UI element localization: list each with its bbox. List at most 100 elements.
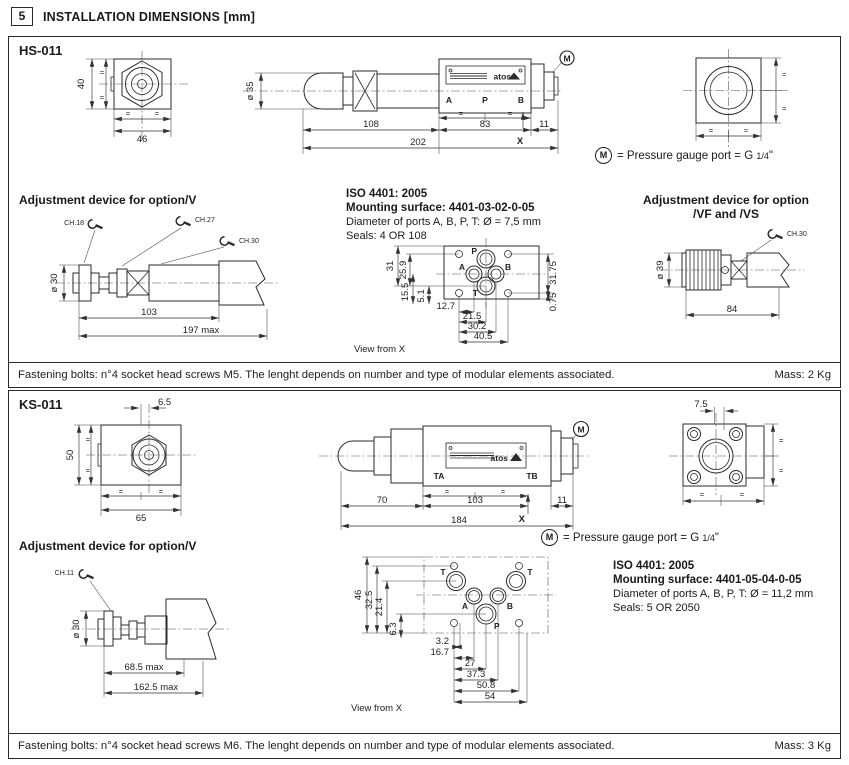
hs-adj-vf-title: Adjustment device for option /VF and /VS [642, 193, 809, 221]
hs-mount-dim-51: 5.1 [416, 289, 427, 302]
hs-mount-dim-075: 0.75 [548, 293, 559, 312]
hs-side-dim-dia: ø 35 [245, 81, 256, 100]
hs-side-dim-83: 83 [480, 119, 491, 130]
ks-adj-v-title: Adjustment device for option/V [19, 539, 197, 553]
hs-footer: Fastening bolts: n°4 socket head screws … [9, 362, 840, 387]
hs-iso-line3: Diameter of ports A, B, P, T: Ø = 7,5 mm [346, 216, 541, 228]
eq-mark: = [445, 487, 450, 496]
ks-port-ta-label: TA [434, 471, 445, 481]
eq-mark: = [740, 490, 745, 499]
wrench-icon [78, 568, 95, 580]
ks-iso-line2: Mounting surface: 4401-05-04-0-05 [613, 574, 802, 586]
hs-side-view-drawing: ø 35 A P B atos = = 108 83 11 X 202 M [243, 50, 575, 154]
hs-vf-wrench-label: CH.30 [787, 231, 807, 238]
m-circle-icon: M [541, 529, 558, 546]
ks-side-dim-184: 184 [451, 515, 467, 526]
ks-mount-dim-167: 16.7 [431, 647, 450, 658]
ks-model-label: KS-011 [19, 397, 63, 412]
ks-iso-line4: Seals: 5 OR 2050 [613, 602, 700, 614]
ks-mount-port-p: P [494, 621, 500, 631]
ks-iso-line3: Diameter of ports A, B, P, T: Ø = 11,2 m… [613, 588, 814, 600]
hs-mount-dim-405: 40.5 [474, 331, 493, 342]
eq-mark: = [508, 109, 513, 118]
ks-mount-dim-32: 3.2 [436, 636, 449, 647]
ks-mount-dim-46: 46 [353, 590, 364, 601]
ks-front-dim-height: 50 [65, 450, 76, 461]
ks-footer-mass: Mass: 3 Kg [774, 740, 831, 752]
eq-mark: = [709, 126, 714, 135]
hs-iso-line4: Seals: 4 OR 108 [346, 230, 427, 242]
ks-mount-port-a: A [462, 601, 468, 611]
eq-mark: = [159, 487, 164, 496]
ks-end-view-drawing: 7.5 = = = = [669, 399, 784, 506]
eq-mark: = [459, 109, 464, 118]
ks-front-view-drawing: 6.5 50 = = = = 65 [65, 397, 196, 524]
eq-mark: = [782, 104, 787, 113]
ks-mount-dim-214: 21.4 [374, 598, 385, 617]
hs-side-dim-108: 108 [363, 119, 379, 130]
hs-mount-dim-215: 21.5 [463, 311, 482, 322]
ks-view-from-x: View from X [351, 703, 403, 714]
ks-mount-dim-27: 27 [465, 658, 476, 669]
ks-adj-dim-685: 68.5 max [124, 662, 163, 673]
ks-iso-line1: ISO 4401: 2005 [613, 560, 695, 572]
hs-end-view-drawing: = = = = [683, 49, 789, 147]
hs-adj-vf-geometry [659, 228, 804, 319]
hs-side-dim-11: 11 [539, 119, 549, 130]
eq-mark: = [86, 435, 91, 444]
ks-port-tb-label: TB [526, 471, 537, 481]
ks-adj-dim-1625: 162.5 max [134, 682, 179, 693]
hs-front-dim-width: 46 [137, 134, 148, 145]
ks-011-section: KS-011 [8, 390, 841, 759]
eq-mark: = [86, 466, 91, 475]
wrench-icon [219, 235, 236, 247]
hs-footer-mass: Mass: 2 Kg [774, 369, 831, 381]
hs-view-from-x: View from X [354, 344, 406, 355]
hs-x-ref-label: X [517, 136, 524, 147]
eq-mark: = [126, 109, 131, 118]
ks-end-dim-offset: 7.5 [694, 399, 707, 410]
hs-mount-dim-127: 12.7 [437, 301, 456, 312]
hs-mount-dim-31: 31 [385, 261, 396, 272]
hs-mount-geometry [394, 238, 554, 345]
ks-front-dim-width: 65 [136, 513, 147, 524]
hs-adj-v-drawing: CH.18 CH.27 CH.30 ø 30 103 197 max [49, 215, 279, 340]
ks-wrench-11-label: CH.11 [55, 570, 74, 577]
ks-end-geometry [669, 407, 779, 506]
ks-gauge-m-symbol: M [577, 425, 584, 435]
wrench-icon [175, 215, 192, 227]
ks-side-dim-11: 11 [557, 495, 567, 506]
eq-mark: = [155, 109, 160, 118]
hs-adj-dim-103: 103 [141, 307, 157, 318]
hs-mount-port-p: P [471, 246, 477, 256]
hs-adj-vf-drawing: CH.30 ø 39 84 [655, 228, 807, 319]
eq-mark: = [782, 70, 787, 79]
hs-mount-view-drawing: P A B T 31 25.9 15.5 5.1 31.75 0.75 12.7… [354, 238, 559, 355]
hs-adj-dim-197: 197 max [183, 325, 220, 336]
hs-mount-dim-3175: 31.75 [548, 261, 559, 285]
hs-model-label: HS-011 [19, 43, 63, 58]
hs-wrench-27-label: CH.27 [195, 217, 215, 224]
hs-side-geometry [243, 50, 575, 154]
ks-mount-port-b: B [507, 601, 513, 611]
ks-gauge-text: = Pressure gauge port = G 1/4" [563, 531, 719, 544]
ks-mount-dim-54: 54 [485, 691, 496, 702]
hs-wrench-18-label: CH.18 [64, 220, 84, 227]
ks-iso-block: ISO 4401: 2005 Mounting surface: 4401-05… [613, 559, 813, 615]
hs-front-dim-height: 40 [76, 79, 87, 90]
ks-adj-dim-dia: ø 30 [71, 619, 82, 638]
atos-logo: atos [491, 453, 509, 463]
hs-adj-dim-dia: ø 30 [49, 273, 60, 292]
hs-gauge-m-symbol: M [563, 54, 570, 64]
ks-gauge-note: M = Pressure gauge port = G 1/4" [541, 529, 719, 546]
hs-adj-v-title: Adjustment device for option/V [19, 193, 197, 207]
atos-logo: atos [494, 72, 512, 82]
ks-mount-dim-508: 50.8 [477, 680, 496, 691]
ks-front-dim-offset: 6.5 [158, 397, 171, 408]
ks-side-geometry [319, 420, 590, 530]
page-header: 5 INSTALLATION DIMENSIONS [mm] [11, 7, 255, 26]
page-title: INSTALLATION DIMENSIONS [mm] [43, 9, 256, 24]
hs-mount-port-b: B [505, 262, 511, 272]
hs-mount-port-a: A [459, 262, 465, 272]
ks-footer: Fastening bolts: n°4 socket head screws … [9, 733, 840, 758]
